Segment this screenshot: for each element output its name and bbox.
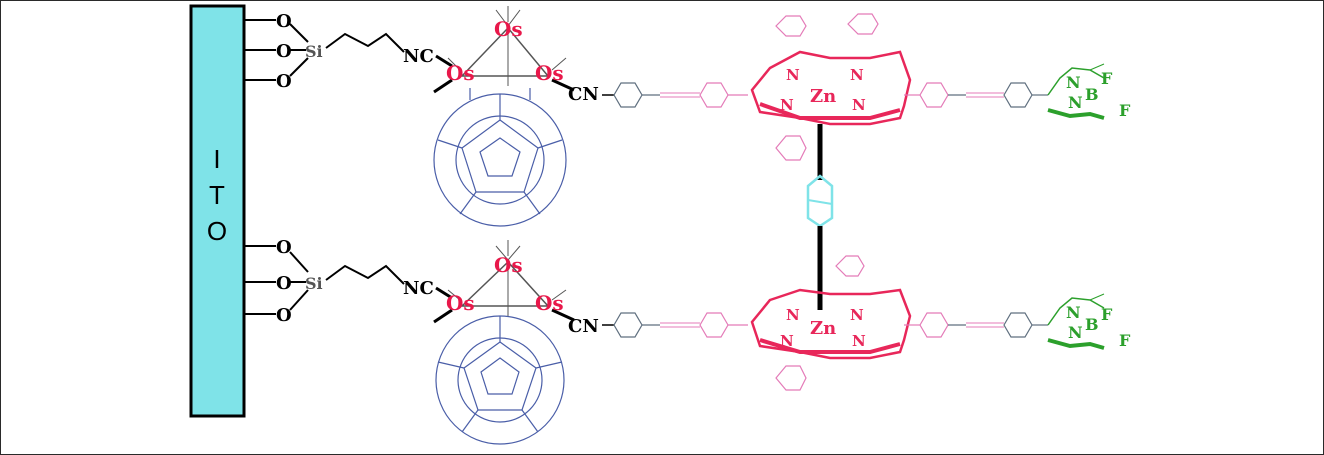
lower-porph-n1: N — [786, 306, 800, 324]
lower-molecular-chain: O O O Si NC Os Os Os CN — [244, 237, 1131, 445]
lower-bodipy-n1: N — [1066, 303, 1081, 322]
upper-fullerene — [433, 88, 567, 227]
upper-zinc: Zn — [810, 86, 836, 107]
upper-bodipy-b: B — [1085, 85, 1099, 104]
ito-label-t: T — [209, 180, 225, 210]
upper-osmium-top: Os — [494, 17, 523, 41]
lower-osmium-left: Os — [446, 291, 475, 315]
lower-zinc-porphyrin: N N N N Zn — [750, 255, 1048, 391]
lower-porph-n3: N — [780, 332, 794, 350]
lower-phenylethynyl-linker — [602, 312, 748, 338]
upper-porph-n1: N — [786, 66, 800, 84]
lower-fullerene — [435, 315, 565, 445]
lower-oxygen-1: O — [276, 237, 292, 258]
upper-bodipy: N N B F F — [1047, 63, 1131, 120]
lower-zinc: Zn — [810, 318, 836, 339]
lower-cyanide: CN — [568, 316, 599, 337]
lower-osmium-top: Os — [494, 253, 523, 277]
upper-oxygen-1: O — [276, 11, 292, 32]
upper-molecular-chain: O O O Si NC Os Os Os CN — [244, 6, 1131, 227]
lower-bodipy-f1: F — [1101, 305, 1113, 324]
lower-porph-n2: N — [850, 306, 864, 324]
upper-porph-n2: N — [850, 66, 864, 84]
lower-silicon: Si — [305, 274, 323, 293]
lower-oxygen-3: O — [276, 305, 292, 326]
upper-osmium-left: Os — [446, 61, 475, 85]
upper-bodipy-f1: F — [1101, 69, 1113, 88]
ito-electrode — [189, 4, 246, 418]
upper-cyanide: CN — [568, 84, 599, 105]
lower-osmium-right: Os — [535, 291, 564, 315]
lower-porph-n4: N — [852, 332, 866, 350]
upper-bodipy-f2: F — [1119, 101, 1131, 120]
upper-osmium-cluster: Os Os Os CN — [433, 6, 599, 105]
upper-bodipy-n2: N — [1068, 93, 1083, 112]
lower-osmium-cluster: Os Os Os CN — [433, 240, 599, 337]
lower-oxygen-2: O — [276, 273, 292, 294]
upper-phenylethynyl-linker — [602, 82, 748, 108]
lower-isocyanide: NC — [403, 278, 434, 299]
axial-bridge-ligand — [806, 124, 834, 310]
ito-label-o: O — [207, 216, 227, 246]
lower-bodipy-f2: F — [1119, 331, 1131, 350]
upper-silicon: Si — [305, 42, 323, 61]
upper-porph-n3: N — [780, 96, 794, 114]
upper-bodipy-n1: N — [1066, 73, 1081, 92]
upper-osmium-right: Os — [535, 61, 564, 85]
upper-siloxane-anchor: O O O Si NC — [244, 11, 453, 92]
upper-porph-n4: N — [852, 96, 866, 114]
upper-zinc-porphyrin: N N N N Zn — [750, 13, 1048, 161]
upper-isocyanide: NC — [403, 46, 434, 67]
lower-bodipy-b: B — [1085, 315, 1099, 334]
lower-bodipy-n2: N — [1068, 323, 1083, 342]
ito-label-i: I — [213, 144, 220, 174]
upper-oxygen-3: O — [276, 71, 292, 92]
upper-oxygen-2: O — [276, 41, 292, 62]
lower-siloxane-anchor: O O O Si NC — [244, 237, 453, 326]
lower-bodipy: N N B F F — [1047, 293, 1131, 350]
